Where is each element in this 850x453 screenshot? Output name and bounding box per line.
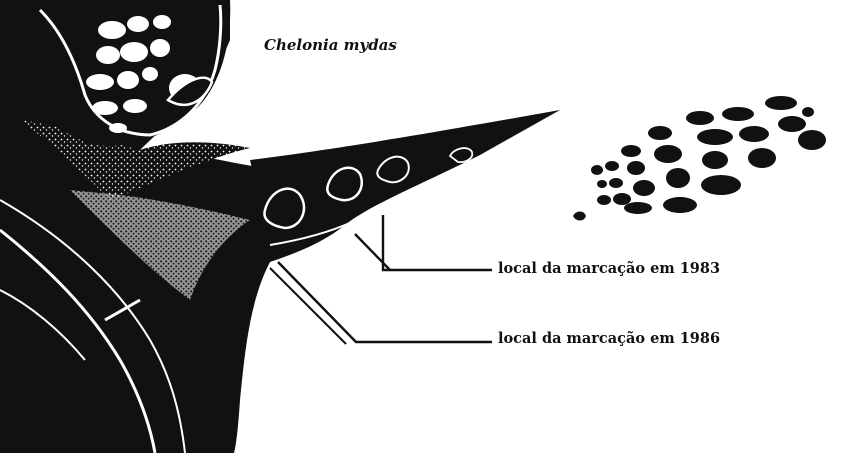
species-title: Chelonia mydas xyxy=(264,36,397,54)
rear-flipper xyxy=(573,96,826,221)
tag-site-1983-label: local da marcação em 1983 xyxy=(498,260,720,277)
tag-site-1986-label: local da marcação em 1986 xyxy=(498,330,720,347)
callout-line-1983-inner xyxy=(355,234,390,270)
callout-line-1983 xyxy=(383,215,492,270)
callout-line-1986 xyxy=(278,262,492,342)
callout-line-1986-outer xyxy=(270,268,346,344)
